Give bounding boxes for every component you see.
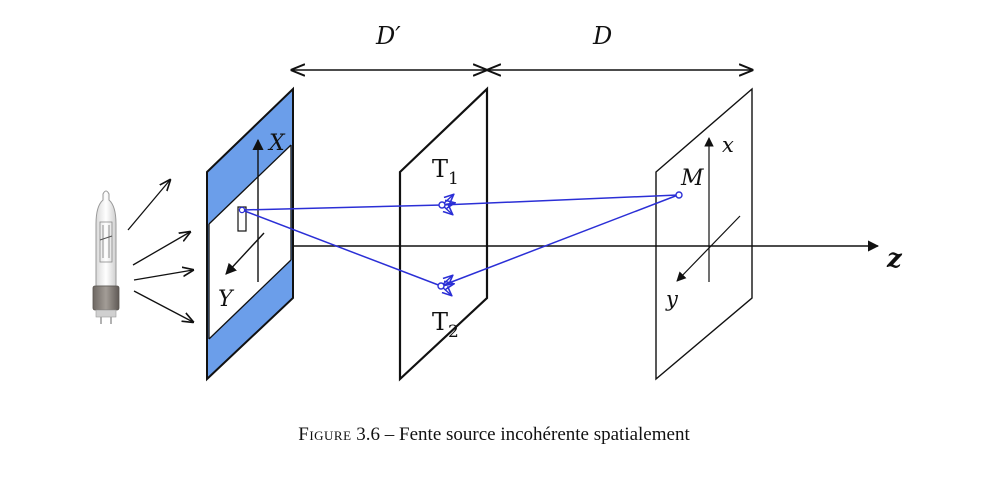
emission-arrow: [133, 290, 193, 322]
label-M: M: [680, 166, 704, 191]
point-M: [675, 191, 683, 199]
emission-arrows: [127, 180, 193, 322]
source-screen: [206, 86, 294, 382]
emission-arrow: [132, 232, 190, 266]
label-z: z: [886, 244, 903, 274]
hole-T2: [437, 282, 445, 290]
caption-figure-word: Figure: [298, 424, 352, 445]
light-rays: [241, 194, 679, 295]
ray-T1-to-M: [441, 194, 679, 206]
emission-arrow: [127, 180, 170, 231]
label-T1: T1: [432, 155, 459, 189]
label-x: x: [722, 133, 734, 157]
caption-separator: –: [384, 424, 395, 445]
label-D-prime: D′: [375, 22, 401, 50]
figure-caption: Figure 3.6 – Fente source incohérente sp…: [0, 424, 988, 446]
ray-slit-to-T2: [241, 209, 442, 287]
ray-T2-to-M: [440, 194, 679, 287]
screen-opening: [209, 145, 291, 339]
label-X: X: [267, 131, 286, 156]
caption-text: Fente source incohérente spatialement: [399, 424, 690, 445]
caption-number: 3.6: [356, 424, 381, 445]
y-axis: [676, 215, 741, 282]
hole-screen: [398, 86, 489, 382]
label-T2: T2: [432, 308, 459, 342]
label-D: D: [592, 22, 612, 50]
Y-axis: [225, 232, 265, 275]
light-bulb-icon: [92, 190, 120, 324]
ray-points: [238, 191, 683, 290]
source-point: [238, 206, 246, 214]
label-y: y: [665, 287, 679, 311]
label-Y: Y: [218, 287, 235, 312]
emission-arrow: [133, 270, 193, 281]
observation-screen: [655, 87, 753, 381]
ray-slit-to-T1: [241, 204, 443, 211]
hole-T1: [438, 201, 446, 209]
